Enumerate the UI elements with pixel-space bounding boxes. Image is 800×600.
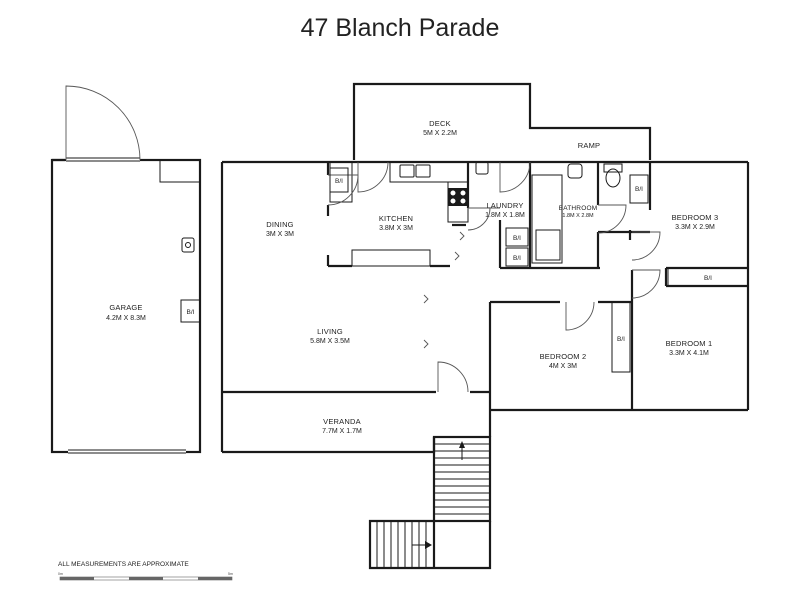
dining-dims: 3M X 3M: [266, 231, 294, 238]
bathroom-name: BATHROOM: [559, 205, 598, 212]
dining-bi-label: B/I: [335, 178, 343, 185]
garage: B/I GARAGE 4.2M X 8.3M: [50, 85, 202, 454]
built-in-cupboards: B/I B/I B/I B/I B/I B/I: [329, 167, 749, 373]
laundry-bi-label-1: B/I: [513, 235, 521, 242]
garage-sink-icon: [181, 237, 195, 253]
kitchen-bench: [351, 249, 431, 267]
laundry-door-swing: [499, 161, 531, 193]
stair-right-arrow-icon: [425, 541, 432, 549]
laundry-dims: 1.8M X 1.8M: [485, 212, 525, 219]
living-name: LIVING: [317, 327, 343, 336]
kitchen-dims: 3.8M X 3M: [379, 225, 413, 232]
garage-dims: 4.2M X 8.3M: [106, 315, 146, 322]
laundry-name: LAUNDRY: [486, 201, 523, 210]
bedroom1-dims: 3.3M X 4.1M: [669, 350, 709, 357]
stair-up-arrow-icon: [459, 441, 465, 448]
bathtub-icon: [531, 174, 563, 264]
bathroom-fixtures: [475, 161, 623, 264]
basin-icon: [567, 163, 583, 179]
cooktop-icon: [448, 188, 468, 206]
veranda-name: VERANDA: [323, 417, 361, 426]
garage-door-swing: [65, 85, 141, 161]
bedroom3-door-swing: [631, 231, 661, 261]
scale-bar: 0m 5m: [58, 572, 233, 581]
deck: DECK 5M X 2.2M RAMP: [352, 82, 652, 160]
veranda-door-swing: [437, 361, 469, 393]
bathroom-door-swing: [597, 204, 627, 234]
laundry-bi-label-2: B/I: [513, 255, 521, 262]
plan-title: 47 Blanch Parade: [300, 14, 500, 42]
scale-end: 5m: [228, 572, 233, 576]
hall-bi-label: B/I: [704, 275, 712, 282]
deck-outline: [352, 82, 652, 160]
ramp-name: RAMP: [578, 141, 600, 150]
bedroom3-name: BEDROOM 3: [672, 213, 719, 222]
bedroom3-dims: 3.3M X 2.9M: [675, 224, 715, 231]
bedroom3-bi-label: B/I: [635, 186, 643, 193]
laundry-tub-icon: [475, 161, 489, 175]
bedroom2-door-swing: [565, 301, 595, 331]
deck-name: DECK: [429, 119, 451, 128]
laundry-side-door: [467, 207, 500, 231]
kitchen-sink-icon: [399, 164, 415, 178]
kitchen-counter: [389, 161, 469, 183]
living-dims: 5.8M X 3.5M: [310, 338, 350, 345]
shower-icon: [535, 229, 561, 261]
bathroom-dims: 1.8M X 2.8M: [562, 213, 594, 219]
scale-start: 0m: [58, 572, 63, 576]
dining-door-swing: [327, 174, 359, 206]
kitchen-name: KITCHEN: [379, 214, 413, 223]
room-labels: DINING 3M X 3M KITCHEN 3.8M X 3M LAUNDRY…: [266, 201, 718, 435]
bedroom2-name: BEDROOM 2: [540, 352, 587, 361]
measurement-note: ALL MEASUREMENTS ARE APPROXIMATE: [58, 561, 189, 568]
garage-bench: [159, 159, 201, 183]
folding-door-icons: [423, 231, 465, 349]
house-walls: [220, 160, 750, 454]
bedroom2-bi-label: B/I: [617, 336, 625, 343]
dining-name: DINING: [266, 220, 293, 229]
toilet-icon: [603, 163, 623, 173]
bedroom1-name: BEDROOM 1: [666, 339, 713, 348]
veranda-dims: 7.7M X 1.7M: [322, 428, 362, 435]
garage-bi-label: B/I: [187, 309, 195, 316]
footer: ALL MEASUREMENTS ARE APPROXIMATE 0m 5m: [58, 561, 233, 581]
bedroom1-door-swing: [631, 269, 661, 299]
bedroom2-dims: 4M X 3M: [549, 363, 577, 370]
kitchen-door-swing: [357, 161, 389, 193]
deck-dims: 5M X 2.2M: [423, 130, 457, 137]
garage-name: GARAGE: [109, 303, 142, 312]
garage-bi-cupboard: [180, 299, 201, 323]
kitchen-fixtures: [389, 161, 469, 349]
door-swings: [327, 161, 661, 393]
stairs: [368, 435, 492, 570]
